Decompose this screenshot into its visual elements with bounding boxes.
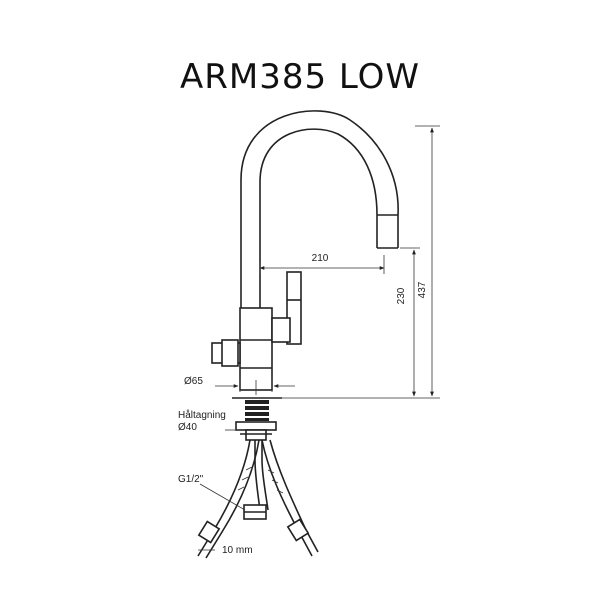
hole-diameter-value: Ø40: [178, 422, 197, 433]
dimension-hole: Håltagning Ø40: [178, 409, 240, 433]
product-title: ARM385 LOW: [180, 57, 420, 97]
supply-hoses: [197, 439, 319, 559]
dimension-spout-height: 230: [280, 247, 440, 399]
dimension-thread: G1/2": [178, 474, 246, 511]
hole-label: Håltagning: [178, 409, 226, 421]
dimension-total-height: 437: [415, 125, 440, 397]
reach-value: 210: [312, 253, 329, 264]
spout-height-value: 230: [396, 287, 407, 304]
hose-value: 10 mm: [222, 545, 253, 556]
mounting-washers: [232, 397, 282, 441]
faucet-spout: [240, 110, 399, 308]
dimension-hose: 10 mm: [198, 545, 253, 556]
faucet-body: [211, 307, 291, 391]
thread-value: G1/2": [178, 474, 204, 485]
dimension-base-diameter: Ø65: [184, 376, 295, 392]
dimension-reach: 210: [259, 253, 385, 274]
total-height-value: 437: [417, 281, 428, 298]
base-diameter-value: Ø65: [184, 376, 203, 387]
